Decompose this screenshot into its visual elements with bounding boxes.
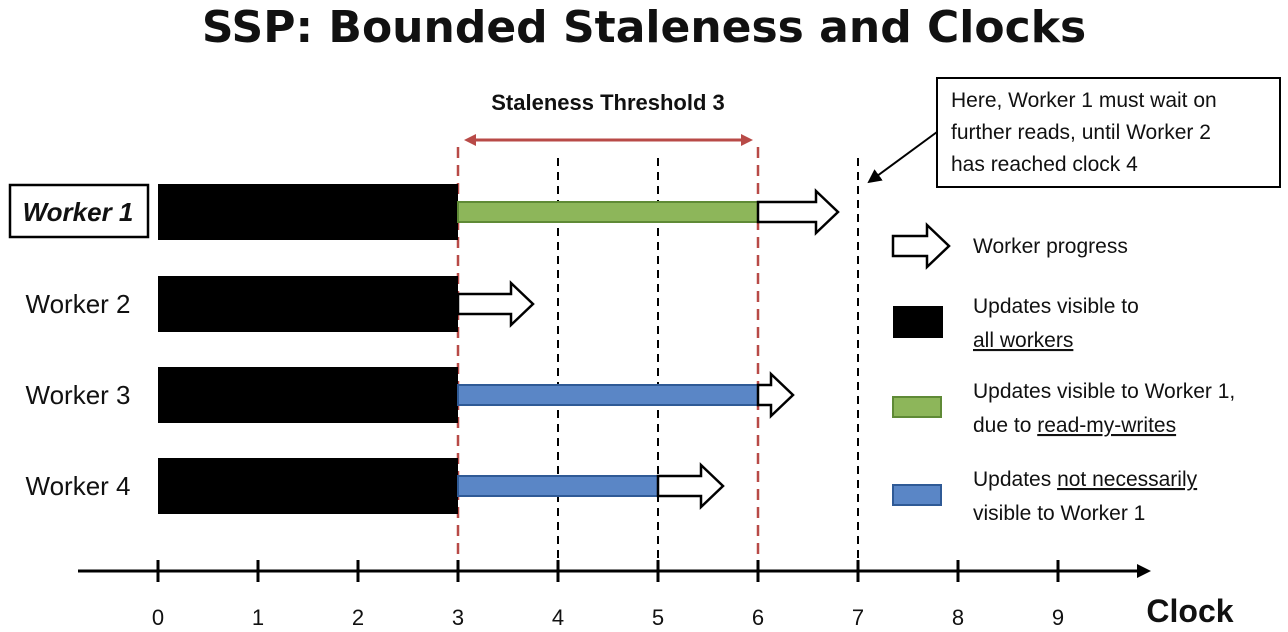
worker-row-1: Worker 1 [8,183,840,240]
legend-text-underlined: read-my-writes [1037,414,1176,437]
legend-item-read-my-writes: Updates visible to Worker 1, due to read-… [892,380,1235,437]
updates-visible-to-all-bar [158,184,458,240]
worker-row-2: Worker 2 [26,276,535,332]
page-title: SSP: Bounded Staleness and Clocks [201,2,1087,53]
worker-row-4: Worker 4 [26,458,725,514]
axis-tick-label-4: 4 [552,605,564,630]
legend-text-plain: Updates visible to [973,295,1139,318]
worker-rows: Worker 1 Worker 2 Worker 3 Worker 4 [8,183,840,514]
axis-tick-label-5: 5 [652,605,664,630]
legend-text-underlined: not necessarily [1057,468,1198,491]
legend-text-line: due to read-my-writes [973,414,1176,437]
axis-tick-label-6: 6 [752,605,764,630]
axis-tick-label-1: 1 [252,605,264,630]
not-necessarily-visible-bar [457,475,659,497]
legend-item-progress: Worker progress [891,222,1128,270]
callout-line-3: has reached clock 4 [951,153,1138,176]
worker-progress-arrow [756,371,795,419]
legend-swatch-not-necessarily-visible [892,484,942,506]
axis-tick-label-8: 8 [952,605,964,630]
worker-label: Worker 3 [26,380,131,410]
legend-swatch-read-my-writes [892,396,942,418]
legend-text-line: all workers [973,329,1073,352]
updates-visible-to-all-bar [158,458,458,514]
legend-text-line: visible to Worker 1 [973,502,1145,525]
legend-item-not-necessarily-visible: Updates not necessarily visible to Worker… [892,468,1198,525]
legend-text-plain: visible to Worker 1 [973,502,1145,525]
axis-tick-label-0: 0 [152,605,164,630]
callout-line-1: Here, Worker 1 must wait on [951,89,1217,112]
legend-text-underlined: all workers [973,329,1073,352]
legend-text-line: Updates not necessarily [973,468,1198,491]
clock-axis: Clock 0 1 2 3 4 5 6 7 8 9 [78,560,1234,630]
worker-label: Worker 1 [23,197,134,227]
not-necessarily-visible-bar [457,384,759,406]
legend-text-line: Updates visible to Worker 1, [973,380,1235,403]
callout-line-2: further reads, until Worker 2 [951,121,1211,144]
read-my-writes-bar [457,201,759,223]
worker-progress-arrow [756,188,840,236]
legend-text-line: Updates visible to [973,295,1139,318]
callout-pointer-arrow [867,131,938,184]
updates-visible-to-all-bar [158,367,458,423]
axis-tick-label-3: 3 [452,605,464,630]
axis-tick-label-9: 9 [1052,605,1064,630]
callout-box: Here, Worker 1 must wait on further read… [936,77,1281,188]
worker-progress-arrow [656,462,725,510]
legend-text-line: Worker progress [973,235,1128,258]
worker-label: Worker 2 [26,289,131,319]
worker-row-3: Worker 3 [26,367,795,423]
worker-label: Worker 4 [26,471,131,501]
worker-progress-arrow [456,280,535,328]
legend-swatch-all-workers [893,306,943,338]
axis-label: Clock [1146,593,1233,629]
legend-text-prefix: Updates [973,468,1057,491]
legend-text-plain: Worker progress [973,235,1128,258]
axis-tick-label-7: 7 [852,605,864,630]
legend-text-plain: Updates visible to Worker 1, [973,380,1235,403]
staleness-threshold-label: Staleness Threshold 3 [491,90,725,115]
updates-visible-to-all-bar [158,276,458,332]
axis-tick-label-2: 2 [352,605,364,630]
legend-text-prefix: due to [973,414,1037,437]
legend-item-all-workers: Updates visible to all workers [893,295,1139,352]
legend-progress-arrow-icon [891,222,951,270]
worker-label-box [8,183,150,239]
